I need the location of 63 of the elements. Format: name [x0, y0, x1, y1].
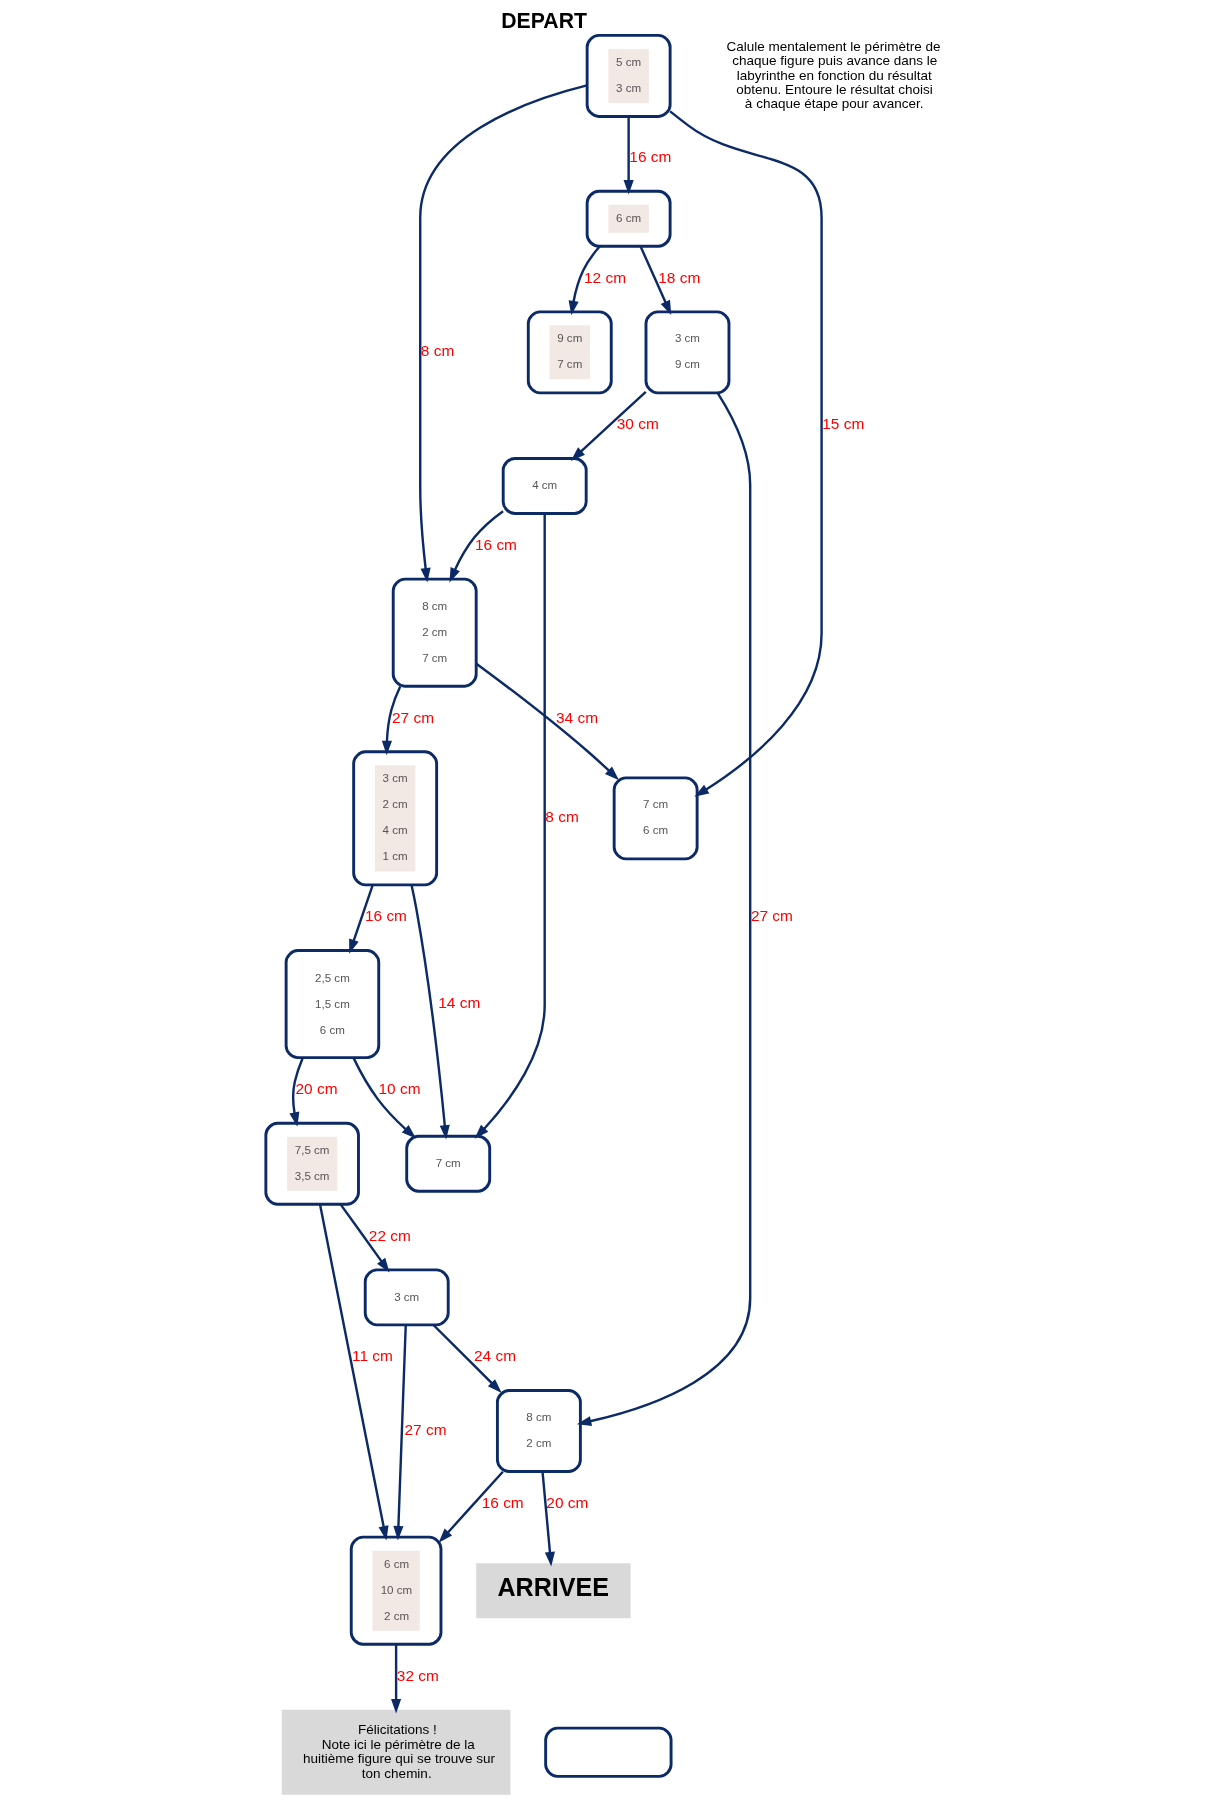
edge-label: 14 cm — [438, 993, 481, 1011]
arrow — [289, 1057, 304, 1127]
node-box: 7 cm — [405, 1134, 492, 1193]
arrow — [339, 1203, 390, 1273]
arrow — [570, 390, 647, 461]
arrow — [568, 245, 601, 316]
arrow — [410, 884, 450, 1140]
arrow — [438, 1470, 504, 1543]
arrow — [475, 662, 619, 781]
edge-label: 22 cm — [368, 1226, 411, 1244]
node-box: 4 cm — [501, 457, 588, 515]
edge-label: 27 cm — [750, 907, 793, 925]
node-box: 7,5 cm 3,5 cm — [264, 1121, 360, 1206]
arrow — [349, 884, 374, 954]
arrow — [639, 245, 672, 316]
edge-label: 30 cm — [616, 415, 659, 433]
arrow — [541, 1471, 555, 1567]
arrow — [432, 1324, 502, 1393]
edge-label: 24 cm — [474, 1347, 516, 1365]
edge-label: 20 cm — [546, 1494, 589, 1511]
edge-label: 12 cm — [583, 268, 626, 286]
edge-label: 16 cm — [481, 1494, 524, 1511]
arrow — [669, 110, 823, 797]
arrow — [391, 1644, 402, 1714]
edge-label: 10 cm — [378, 1080, 421, 1098]
arrow — [623, 116, 634, 195]
arrow — [381, 686, 402, 756]
node-box: 6 cm 10 cm 2 cm — [349, 1535, 443, 1646]
edge-label: 16 cm — [364, 907, 407, 925]
edge-label: 34 cm — [556, 708, 599, 726]
edge-label: 32 cm — [396, 1666, 439, 1684]
edge-label: 15 cm — [822, 415, 865, 433]
edge-label: 16 cm — [474, 535, 517, 553]
node-box: 8 cm 2 cm 7 cm — [391, 577, 478, 688]
edge-label: 20 cm — [295, 1080, 338, 1098]
node-box: 5 cm 3 cm — [585, 33, 672, 118]
node-label: DEPART — [501, 9, 587, 33]
node-box: 3 cm 9 cm — [644, 310, 731, 395]
node-box — [544, 1726, 673, 1778]
arrow — [352, 1057, 417, 1139]
arrow — [393, 1324, 407, 1541]
arrow — [449, 510, 504, 583]
node-box: 9 cm 7 cm — [526, 310, 613, 395]
node-box: Félicitations ! Note ici le périmètre de la huitième figure qui se trouve sur ton chemin. — [281, 1709, 511, 1795]
label: Calule mentalement le périmètre de chaque figure puis avance dans le labyrinthe en fonction du résultat obtenu. Entoure le résultat choisi à chaque étape pour avancer. — [726, 38, 941, 112]
node-box: ARRIVEE — [476, 1563, 631, 1619]
edge-label: 27 cm — [404, 1420, 447, 1438]
edge-label: 8 cm — [420, 342, 455, 360]
edge-label: 8 cm — [545, 808, 579, 826]
node-box: 2,5 cm 1,5 cm 6 cm — [284, 949, 381, 1060]
edge-label: 11 cm — [352, 1347, 393, 1365]
arrow — [318, 1204, 389, 1541]
arrow — [419, 84, 588, 583]
node-box: 7 cm 6 cm — [612, 776, 699, 861]
edge-label: 27 cm — [391, 708, 434, 726]
edge-label: 16 cm — [629, 148, 672, 166]
node-box: 6 cm — [585, 189, 672, 248]
edge-label: 18 cm — [658, 268, 701, 286]
node-box: 3 cm 2 cm 4 cm 1 cm — [352, 750, 439, 887]
arrow — [576, 392, 752, 1427]
node-box: 8 cm 2 cm — [495, 1389, 582, 1473]
node-box: 3 cm — [363, 1268, 450, 1327]
arrow — [474, 513, 546, 1139]
